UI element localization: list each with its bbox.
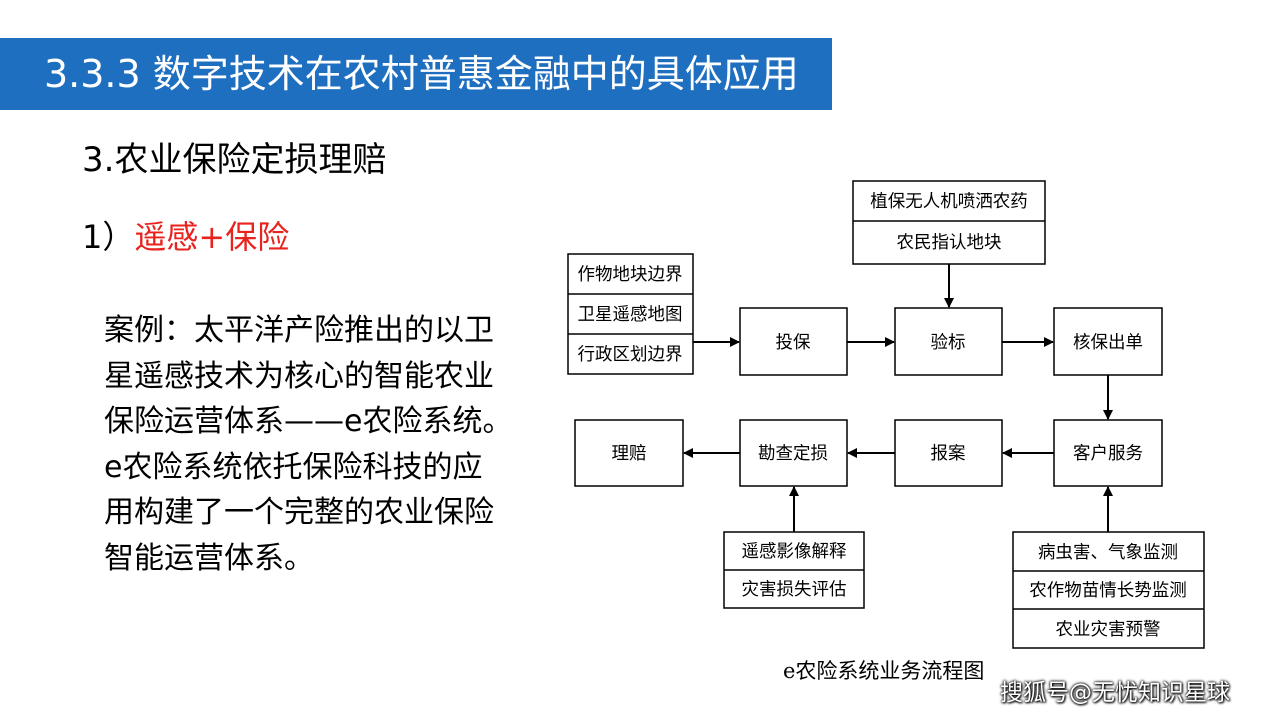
node-tou-bao: 投保	[739, 307, 848, 376]
case-line: 用构建了一个完整的农业保险	[104, 495, 494, 530]
node-tou-bao-label: 投保	[776, 333, 811, 353]
case-line: 星遥感技术为核心的智能农业	[104, 358, 494, 394]
node-ke-hu-label: 客户服务	[1073, 444, 1143, 464]
case-line: 保险运营体系——e农险系统。	[104, 404, 513, 439]
node-yan-biao-label: 验标	[931, 333, 966, 353]
top-inputs-group: 植保无人机喷洒农药 农民指认地块	[852, 180, 1046, 265]
input-loss-assessment: 灾害损失评估	[742, 580, 847, 600]
case-line: e农险系统依托保险科技的应	[104, 449, 483, 485]
left-inputs-group: 作物地块边界 卫星遥感地图 行政区划边界	[567, 253, 694, 375]
input-pest-weather-monitoring: 病虫害、气象监测	[1038, 543, 1178, 563]
case-description: 案例：太平洋产险推出的以卫 星遥感技术为核心的智能农业 保险运营体系——e农险系…	[104, 308, 544, 581]
sub-heading-highlight: 遥感+保险	[134, 218, 290, 256]
node-kan-cha-label: 勘查定损	[758, 444, 828, 464]
input-plot-boundary: 作物地块边界	[578, 265, 683, 285]
node-bao-an: 报案	[894, 419, 1003, 487]
watermark: 搜狐号@无忧知识星球	[1000, 680, 1230, 706]
case-line: 智能运营体系。	[104, 540, 314, 576]
node-yan-biao: 验标	[894, 307, 1003, 376]
sub-heading: 1）遥感+保险	[82, 214, 289, 260]
input-crop-growth-monitoring: 农作物苗情长势监测	[1029, 581, 1187, 601]
slide-title-bar: 3.3.3 数字技术在农村普惠金融中的具体应用	[0, 38, 832, 110]
input-disaster-warning: 农业灾害预警	[1056, 620, 1161, 640]
bottom-left-inputs-group: 遥感影像解释 灾害损失评估	[723, 531, 865, 609]
input-drone-spraying: 植保无人机喷洒农药	[870, 192, 1028, 212]
input-farmer-plot-identification: 农民指认地块	[897, 233, 1002, 253]
node-he-bao: 核保出单	[1053, 307, 1163, 376]
input-satellite-map: 卫星遥感地图	[578, 305, 683, 325]
node-bao-an-label: 报案	[931, 444, 966, 464]
diagram-caption: e农险系统业务流程图	[783, 659, 985, 683]
node-kan-cha: 勘查定损	[739, 419, 848, 487]
slide-title: 3.3.3 数字技术在农村普惠金融中的具体应用	[44, 52, 799, 96]
node-he-bao-label: 核保出单	[1073, 333, 1143, 353]
node-li-pei: 理赔	[574, 419, 684, 487]
case-line: 案例：太平洋产险推出的以卫	[104, 313, 494, 348]
bottom-right-inputs-group: 病虫害、气象监测 农作物苗情长势监测 农业灾害预警	[1012, 531, 1205, 649]
section-title: 3.农业保险定损理赔	[82, 140, 387, 180]
sub-heading-number: 1）	[82, 218, 135, 256]
node-li-pei-label: 理赔	[612, 444, 647, 464]
input-admin-boundary: 行政区划边界	[578, 345, 683, 365]
input-image-interpretation: 遥感影像解释	[742, 542, 847, 562]
node-ke-hu: 客户服务	[1053, 419, 1163, 487]
